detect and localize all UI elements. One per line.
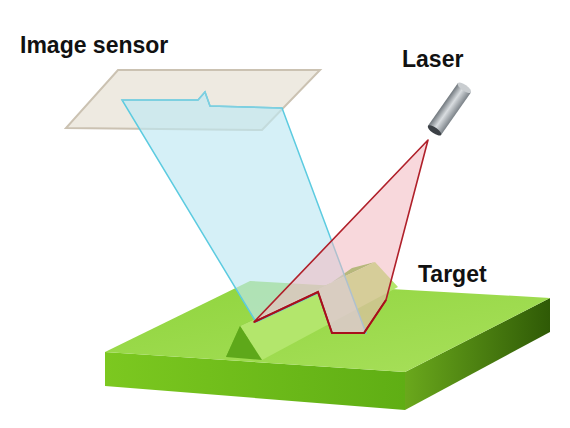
laser-top (456, 81, 473, 95)
laser-fan (254, 140, 428, 333)
ridge-front (226, 326, 262, 360)
sensor-profile (122, 92, 282, 108)
laser-device (426, 81, 472, 138)
part-label: Target (418, 262, 487, 287)
part-label: Laser (402, 47, 463, 72)
laser-line-profile (254, 292, 386, 333)
laser-aperture (426, 123, 443, 137)
part-label: Image sensor (20, 33, 168, 58)
